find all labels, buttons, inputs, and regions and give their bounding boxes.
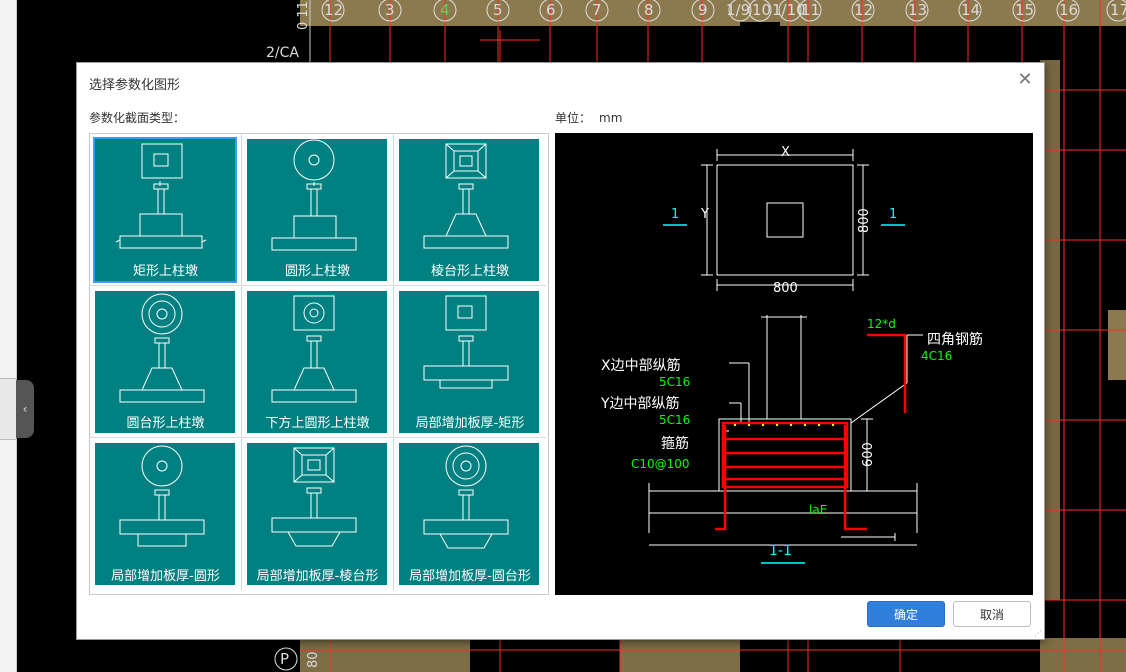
dim-12d: 12*d: [867, 317, 896, 331]
lae-label: laE: [809, 503, 828, 517]
section-mark-right: 1: [889, 207, 898, 222]
round-frustum-pier-icon: [119, 293, 205, 403]
axis-label: 12: [854, 1, 874, 19]
axis-label: 17: [1110, 1, 1126, 19]
shape-label: 下方上圆形上柱墩: [265, 416, 370, 431]
shape-option-frustum-pier[interactable]: 棱台形上柱墩: [394, 134, 546, 286]
dim-y: Y: [701, 207, 709, 222]
x-mid-bar-label: X边中部纵筋: [601, 358, 681, 374]
axis-label: 1/9: [726, 1, 751, 19]
axis-label: 13: [908, 1, 928, 19]
shape-option-round-pier[interactable]: 圆形上柱墩: [242, 134, 394, 286]
stirrup-value: C10@100: [631, 457, 690, 471]
cancel-button[interactable]: 取消: [953, 601, 1031, 627]
axis-label: 16: [1059, 1, 1079, 19]
axis-label: 5: [493, 1, 503, 19]
shape-option-slab-round[interactable]: 局部增加板厚-圆形: [90, 438, 242, 590]
round-pier-icon: [271, 139, 357, 251]
left-panel: [0, 0, 17, 672]
section-mark-left: 1: [671, 207, 680, 222]
stirrup-label: 箍筋: [661, 436, 689, 452]
dim-800-vertical: 800: [857, 208, 872, 233]
axis-label: 3: [385, 1, 395, 19]
frustum-pier-icon: [423, 143, 509, 249]
square-round-pier-icon: [271, 295, 357, 403]
shape-option-square-round-pier[interactable]: 下方上圆形上柱墩: [242, 286, 394, 438]
plan-outline: [716, 164, 854, 276]
shape-label: 局部增加板厚-棱台形: [256, 569, 379, 584]
shape-grid: 矩形上柱墩 圆形上柱墩: [89, 133, 549, 595]
axis-label: 4: [440, 1, 450, 19]
unit-label: 单位： mm: [555, 109, 622, 126]
section-title: 1-1: [769, 543, 792, 559]
slab-round-frustum-icon: [423, 445, 509, 549]
axis-label: 8: [644, 1, 654, 19]
axis-label: 10: [752, 1, 772, 19]
collapse-arrow-icon[interactable]: ‹: [16, 380, 34, 438]
dim-x: X: [781, 145, 790, 160]
dim-600: 600: [861, 442, 876, 467]
cad-vertical-text: 80: [306, 651, 321, 668]
axis-label: P: [280, 650, 290, 668]
shape-option-slab-frustum[interactable]: 局部增加板厚-棱台形: [242, 438, 394, 590]
shape-option-slab-round-frustum[interactable]: 局部增加板厚-圆台形: [394, 438, 546, 590]
slab-rect-icon: [423, 295, 509, 389]
corner-bar-label: 四角钢筋: [927, 332, 983, 348]
close-icon[interactable]: ✕: [1017, 69, 1033, 90]
dim-800-horizontal: 800: [773, 281, 798, 296]
corner-bar-value: 4C16: [921, 349, 953, 363]
x-mid-bar-value: 5C16: [659, 375, 691, 389]
rect-pier-icon: [115, 143, 207, 249]
cad-side-text: 2/CA: [266, 45, 299, 61]
slab-frustum-icon: [271, 447, 357, 547]
axis-label: 1/10: [772, 1, 806, 19]
axis-label: 7: [592, 1, 602, 19]
axis-label: 14: [961, 1, 981, 19]
y-mid-bar-value: 5C16: [659, 413, 691, 427]
preview-panel: X Y 800 800 1 1 12*d 四角钢筋 4C16 X边中部纵筋 5C…: [555, 133, 1033, 595]
y-mid-bar-label: Y边中部纵筋: [601, 396, 680, 412]
shape-option-slab-rect[interactable]: 局部增加板厚-矩形: [394, 286, 546, 438]
ok-button[interactable]: 确定: [867, 601, 945, 627]
unit-value: mm: [599, 111, 623, 125]
axis-label: 6: [546, 1, 556, 19]
axis-label: 15: [1015, 1, 1035, 19]
shape-tile: [93, 137, 237, 283]
axis-label: 9: [698, 1, 708, 19]
section-preview-drawing: [648, 149, 923, 564]
cad-vertical-text: 0 11000: [296, 0, 311, 30]
parametric-shape-dialog: 选择参数化图形 ✕ 参数化截面类型： 单位： mm 矩形上柱墩: [76, 62, 1045, 640]
section-type-label: 参数化截面类型：: [89, 111, 186, 125]
shape-label: 棱台形上柱墩: [430, 264, 509, 279]
slab-round-icon: [119, 445, 205, 547]
axis-label: 11: [801, 1, 821, 19]
unit-caption: 单位：: [555, 111, 592, 125]
shape-option-rect-pier[interactable]: 矩形上柱墩: [90, 134, 242, 286]
shape-label: 局部增加板厚-圆形: [111, 569, 220, 584]
resize-grip-icon[interactable]: ⋰: [1034, 629, 1042, 638]
shape-option-round-frustum-pier[interactable]: 圆台形上柱墩: [90, 286, 242, 438]
shape-label: 圆形上柱墩: [284, 264, 350, 279]
dialog-title: 选择参数化图形: [89, 78, 181, 93]
shape-label: 圆台形上柱墩: [126, 416, 205, 431]
axis-label: 12: [324, 1, 344, 19]
shape-label: 局部增加板厚-圆台形: [409, 569, 531, 584]
shape-label: 矩形上柱墩: [132, 264, 198, 279]
shape-label: 局部增加板厚-矩形: [415, 416, 525, 431]
left-panel-tab[interactable]: [0, 378, 17, 440]
plan-column: [766, 202, 804, 238]
